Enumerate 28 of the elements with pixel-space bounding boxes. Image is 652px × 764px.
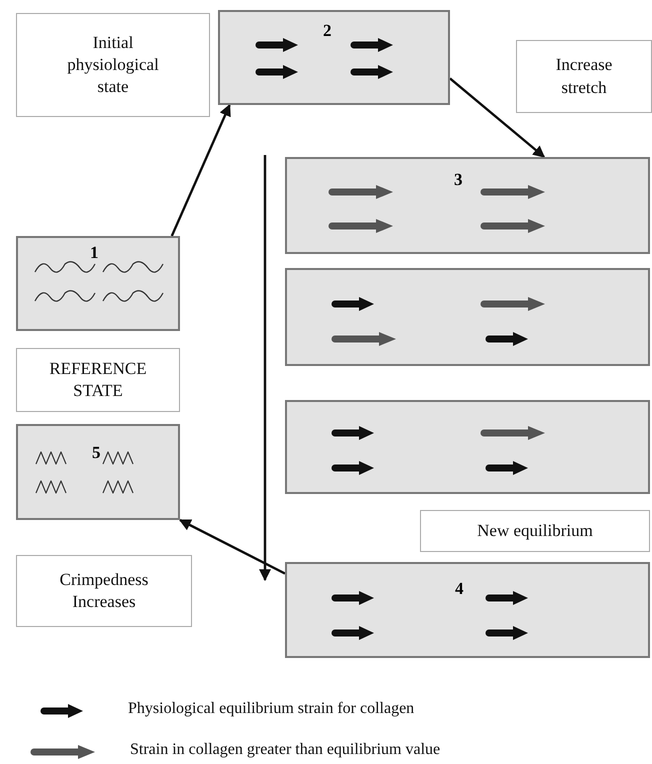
label-text: REFERENCE STATE [48, 358, 148, 402]
panel-number: 1 [90, 244, 98, 261]
panel-number: 3 [454, 171, 462, 188]
arrow [178, 518, 286, 575]
label-box [16, 13, 210, 117]
label-text: Initial physiological state [66, 32, 160, 98]
label-text: New equilibrium [477, 520, 593, 542]
fiber-panel [16, 424, 180, 520]
legend-text: Physiological equilibrium strain for collagen [128, 700, 414, 718]
fiber-panel [218, 10, 450, 105]
panel-number: 5 [92, 444, 100, 461]
fiber-panel [285, 268, 650, 366]
legend-text: Strain in collagen greater than equilibrium value [130, 741, 440, 759]
fiber-panel [285, 157, 650, 254]
arrow [449, 77, 546, 158]
label-text: Crimpedness Increases [58, 568, 150, 613]
panel-number: 2 [323, 22, 332, 39]
label-box [516, 40, 652, 113]
arrow [259, 155, 271, 582]
label-text: Increase stretch [554, 54, 614, 98]
label-box [16, 348, 180, 412]
fiber-panel [16, 236, 180, 331]
label-box [16, 555, 192, 627]
arrow [170, 104, 231, 236]
fiber-panel [285, 562, 650, 658]
panel-number: 4 [455, 580, 464, 597]
fiber-panel [285, 400, 650, 494]
label-box [420, 510, 650, 552]
